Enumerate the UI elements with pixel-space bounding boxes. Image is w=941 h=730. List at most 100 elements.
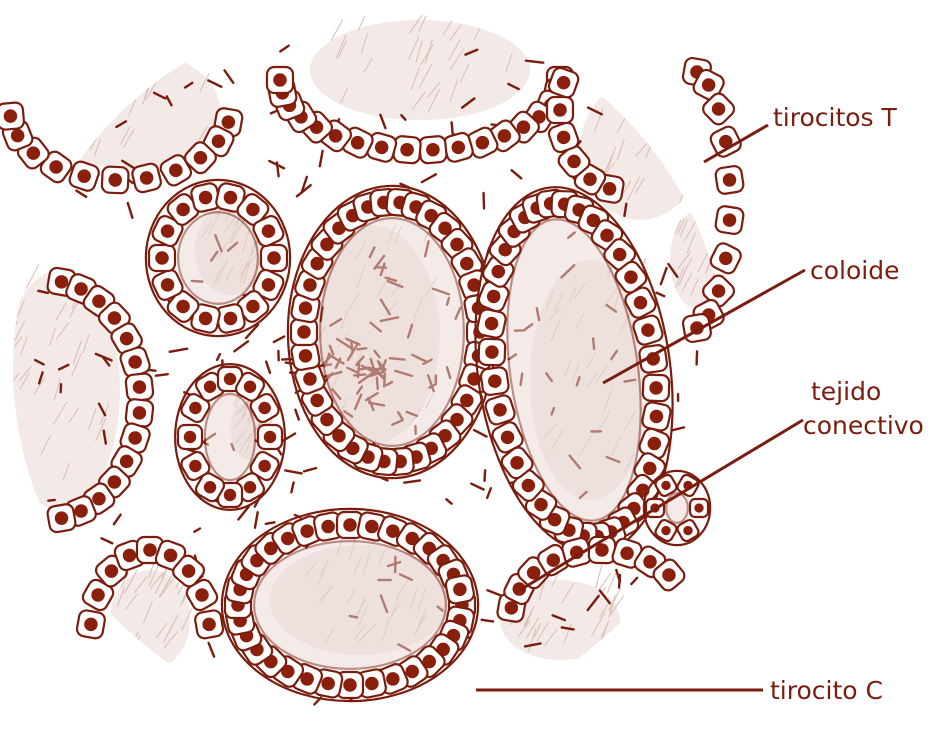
- thyrocyte-nucleus: [386, 672, 400, 686]
- thyrocyte-nucleus: [184, 431, 196, 443]
- thyrocyte-nucleus: [365, 520, 379, 534]
- thyrocyte-nucleus: [92, 294, 106, 308]
- follicle-lumen: [178, 212, 258, 304]
- thyrocyte-cell: [149, 245, 175, 271]
- thyrocyte-nucleus: [224, 312, 238, 326]
- thyrocyte-cell: [76, 609, 106, 639]
- thyrocyte-nucleus: [199, 191, 213, 205]
- follicle-lumen: [666, 493, 688, 523]
- thyrocyte-nucleus: [557, 131, 571, 145]
- thyrocyte-nucleus: [244, 381, 256, 393]
- thyrocyte-nucleus: [120, 455, 134, 469]
- thyrocyte-nucleus: [91, 588, 105, 602]
- thyrocyte-nucleus: [498, 129, 512, 143]
- thyrocyte-nucleus: [262, 224, 276, 238]
- thyrocyte-nucleus: [189, 460, 201, 472]
- thyrocyte-nucleus: [128, 355, 142, 369]
- label-tirocitos-t: tirocitos T: [773, 103, 897, 133]
- thyrocyte-nucleus: [365, 677, 379, 691]
- follicle-lumen: [205, 394, 255, 480]
- thyrocyte-nucleus: [460, 257, 474, 271]
- thyrocyte-nucleus: [11, 129, 25, 143]
- thyrocyte-cell: [0, 102, 25, 130]
- label-tejido: tejido: [811, 377, 881, 407]
- thyrocyte-nucleus: [189, 402, 201, 414]
- label-conectivo: conectivo: [803, 411, 924, 441]
- thyrocyte-cell: [480, 366, 509, 395]
- thyrocyte-nucleus: [222, 115, 236, 129]
- thyrocyte-nucleus: [161, 278, 175, 292]
- thyrocyte-nucleus: [321, 677, 335, 691]
- thyrocyte-cell: [690, 499, 708, 517]
- thyrocyte-nucleus: [224, 191, 238, 205]
- thyrocyte-cell: [258, 425, 282, 449]
- thyrocyte-nucleus: [343, 678, 357, 692]
- thyrocyte-nucleus: [320, 413, 334, 427]
- thyrocyte-nucleus: [164, 549, 178, 563]
- thyrocyte-nucleus: [182, 564, 196, 578]
- thyrocyte-cell: [291, 319, 317, 345]
- thyrocyte-nucleus: [161, 224, 175, 238]
- thyrocyte-nucleus: [169, 164, 183, 178]
- thyrocyte-nucleus: [258, 402, 270, 414]
- thyrocyte-nucleus: [128, 431, 142, 445]
- follicle-bottom: [222, 509, 478, 701]
- thyrocyte-nucleus: [343, 518, 357, 532]
- thyrocyte-nucleus: [176, 300, 190, 314]
- thyrocyte-cell: [102, 166, 129, 193]
- thyrocyte-nucleus: [450, 238, 464, 252]
- thyrocyte-cell: [445, 574, 476, 605]
- thyrocyte-nucleus: [105, 564, 119, 578]
- thyrocyte-nucleus: [547, 553, 561, 567]
- thyrocyte-nucleus: [224, 489, 236, 501]
- thyrocyte-nucleus: [204, 381, 216, 393]
- thyrocyte-nucleus: [199, 312, 213, 326]
- thyrocyte-nucleus: [299, 349, 313, 363]
- thyrocyte-nucleus: [557, 76, 571, 90]
- thyrocyte-nucleus: [321, 520, 335, 534]
- thyrocyte-nucleus: [303, 372, 317, 386]
- thyrocyte-nucleus: [262, 278, 276, 292]
- thyrocyte-nucleus: [683, 526, 692, 535]
- follicle-center: [288, 186, 496, 478]
- thyrocyte-nucleus: [405, 665, 419, 679]
- thyrocyte-nucleus: [92, 492, 106, 506]
- thyrocyte-nucleus: [281, 532, 295, 546]
- thyrocyte-nucleus: [74, 282, 88, 296]
- follicle-left-small: [175, 364, 285, 510]
- thyrocyte-nucleus: [176, 203, 190, 217]
- thyrocyte-nucleus: [55, 511, 69, 525]
- thyrocyte-nucleus: [212, 134, 226, 148]
- thyrocyte-nucleus: [27, 146, 41, 160]
- thyrocyte-nucleus: [4, 109, 18, 123]
- thyrocyte-nucleus: [299, 301, 313, 315]
- thyrocyte-nucleus: [77, 169, 91, 183]
- thyrocyte-nucleus: [195, 588, 209, 602]
- thyrocyte-nucleus: [264, 431, 276, 443]
- label-coloide: coloide: [810, 256, 899, 286]
- thyrocyte-nucleus: [133, 406, 147, 420]
- thyrocyte-cell: [194, 609, 224, 639]
- thyrocyte-nucleus: [140, 171, 154, 185]
- thyrocyte-nucleus: [723, 173, 737, 187]
- thyrocyte-cell: [682, 313, 712, 343]
- thyrocyte-nucleus: [567, 155, 581, 169]
- thyrocyte-cell: [125, 373, 154, 402]
- thyrocyte-cell: [46, 503, 76, 533]
- follicle-lumen: [320, 218, 464, 446]
- thyrocyte-nucleus: [620, 546, 634, 560]
- thyrocyte-nucleus: [719, 252, 733, 266]
- thyrocyte-nucleus: [120, 332, 134, 346]
- thyrocyte-nucleus: [74, 504, 88, 518]
- follicle-left-upper: [146, 180, 290, 336]
- thyrocyte-nucleus: [453, 583, 467, 597]
- thyrocyte-nucleus: [661, 526, 670, 535]
- thyrocyte-nucleus: [108, 475, 122, 489]
- thyrocyte-nucleus: [123, 549, 137, 563]
- thyrocyte-nucleus: [476, 136, 490, 150]
- thyrocyte-nucleus: [694, 503, 703, 512]
- thyrocyte-nucleus: [108, 311, 122, 325]
- thyrocyte-nucleus: [133, 380, 147, 394]
- thyrocyte-nucleus: [712, 102, 726, 116]
